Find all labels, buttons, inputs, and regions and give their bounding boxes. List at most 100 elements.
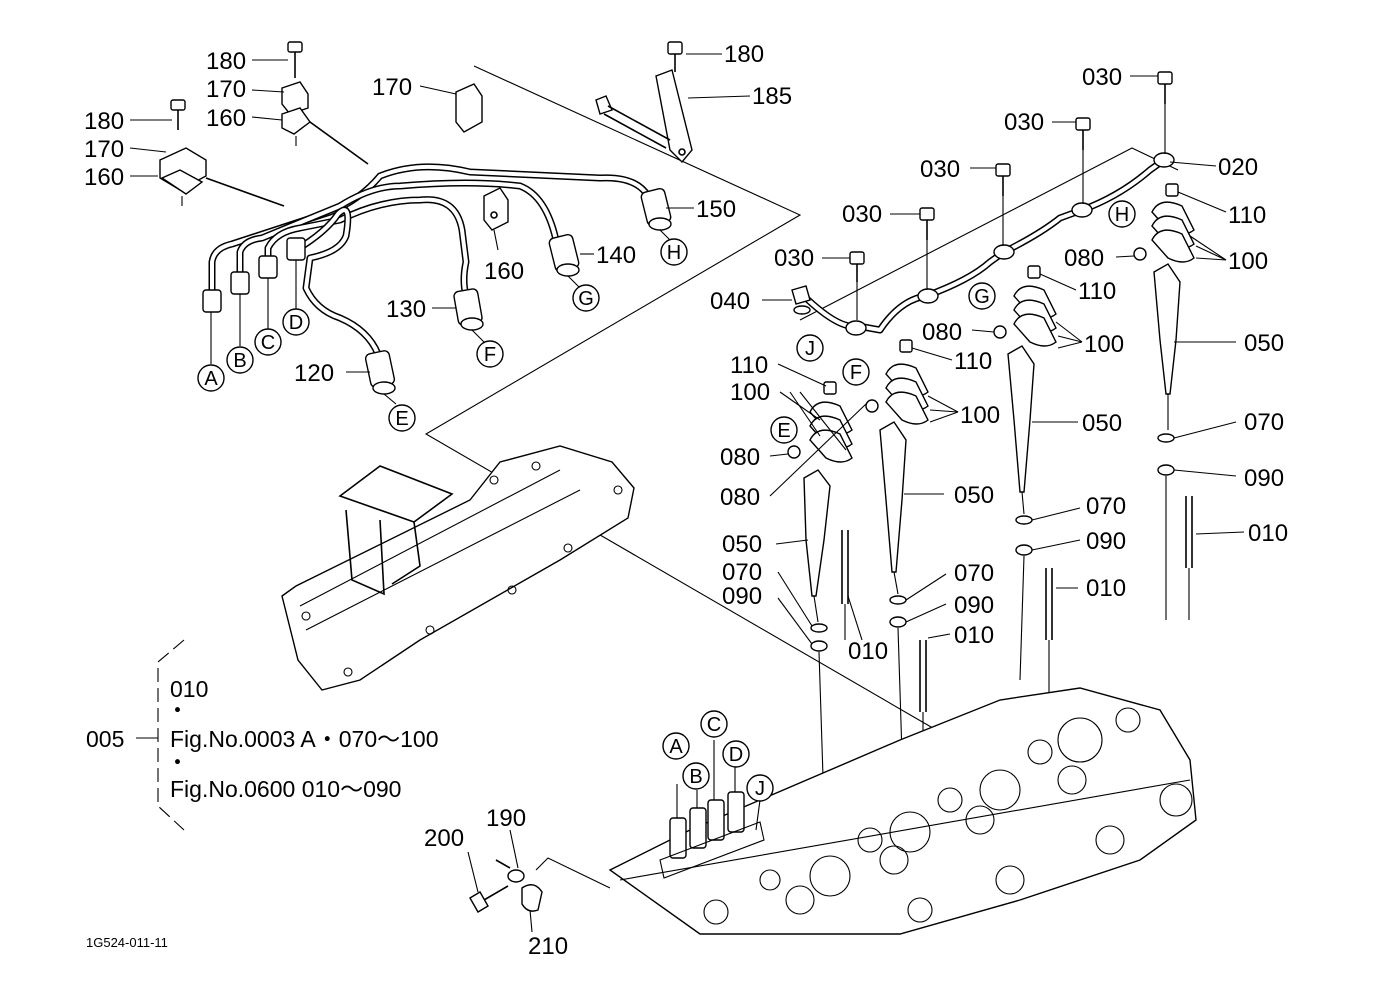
set-note-bracket xyxy=(136,639,185,831)
letter-d-head: D xyxy=(722,740,750,768)
callout-010: 010 xyxy=(1248,520,1288,547)
stay-185-with-bolt xyxy=(595,41,693,164)
callout-180: 180 xyxy=(84,108,124,135)
letter-f-pipe: F xyxy=(476,340,504,368)
callout-140: 140 xyxy=(596,242,636,269)
pipe-end-140 xyxy=(548,233,580,277)
callout-030: 030 xyxy=(1082,64,1122,91)
set-note-line1: Fig.No.0003 A・070～100 xyxy=(170,726,439,752)
callout-110: 110 xyxy=(1228,202,1266,229)
svg-text:C: C xyxy=(707,714,721,736)
letter-b-head: B xyxy=(682,762,710,790)
set-note: 005 010 ・ Fig.No.0003 A・070～100 ・ Fig.No… xyxy=(86,676,439,802)
callout-040: 040 xyxy=(710,288,750,315)
callout-180: 180 xyxy=(206,48,246,75)
callout-160: 160 xyxy=(206,105,246,132)
bolts-030 xyxy=(849,71,1173,320)
callout-160: 160 xyxy=(84,164,124,191)
letter-c-pipe: C xyxy=(254,328,282,356)
callout-180: 180 xyxy=(724,41,764,68)
leader-lines xyxy=(129,53,1245,933)
pipe-nut-d xyxy=(286,237,306,261)
svg-text:H: H xyxy=(667,242,681,264)
svg-text:E: E xyxy=(395,408,408,430)
cap-040 xyxy=(791,285,811,305)
injection-pipe-set xyxy=(202,163,672,395)
callout-210: 210 xyxy=(528,933,568,960)
set-note-ref: 005 xyxy=(86,726,124,752)
set-note-part: 010 xyxy=(170,676,208,702)
callout-100: 100 xyxy=(730,379,770,406)
letter-d-pipe: D xyxy=(282,308,310,336)
svg-text:G: G xyxy=(578,288,594,310)
injector-set-3 xyxy=(993,265,1057,700)
callout-080: 080 xyxy=(922,319,962,346)
letter-a-head: A xyxy=(662,732,690,760)
pipe-end-120 xyxy=(364,350,396,395)
bolt-180-top xyxy=(287,41,303,78)
callout-070: 070 xyxy=(722,559,762,586)
pipe-nut-b xyxy=(230,271,250,295)
callout-170: 170 xyxy=(206,76,246,103)
callout-130: 130 xyxy=(386,296,426,323)
letter-g-injector: G xyxy=(968,282,996,310)
callout-090: 090 xyxy=(722,583,762,610)
set-note-dot: ・ xyxy=(166,697,189,723)
clamp-170-160-left xyxy=(159,147,285,207)
letter-j-pipe: J xyxy=(796,334,824,362)
callout-010: 010 xyxy=(1086,575,1126,602)
callout-070: 070 xyxy=(1086,493,1126,520)
callout-070: 070 xyxy=(1244,409,1284,436)
letter-c-head: C xyxy=(700,710,728,738)
svg-text:A: A xyxy=(669,736,683,758)
injector-set-2 xyxy=(865,339,929,819)
callout-090: 090 xyxy=(954,592,994,619)
callout-100: 100 xyxy=(1084,331,1124,358)
callout-110: 110 xyxy=(1078,278,1116,305)
letter-e-pipe: E xyxy=(388,404,416,432)
svg-text:E: E xyxy=(777,420,790,442)
letter-f-injector: F xyxy=(842,358,870,386)
callout-200: 200 xyxy=(424,825,464,852)
callout-050: 050 xyxy=(1082,410,1122,437)
callout-090: 090 xyxy=(1244,465,1284,492)
pipe-nut-c xyxy=(258,255,278,279)
callout-010: 010 xyxy=(954,622,994,649)
callout-070: 070 xyxy=(954,560,994,587)
callout-110: 110 xyxy=(730,352,768,379)
callout-150: 150 xyxy=(696,196,736,223)
svg-text:J: J xyxy=(805,338,815,360)
callout-110: 110 xyxy=(954,348,992,375)
letter-b-pipe: B xyxy=(226,346,254,374)
svg-text:H: H xyxy=(1115,204,1129,226)
letter-h-injector: H xyxy=(1108,200,1136,228)
pipe-end-130 xyxy=(453,288,484,331)
clamp-170-center xyxy=(455,83,483,133)
letter-g-pipe: G xyxy=(572,284,600,312)
callout-185: 185 xyxy=(752,83,792,110)
cylinder-head xyxy=(608,687,1197,935)
callout-080: 080 xyxy=(720,444,760,471)
callout-080: 080 xyxy=(720,484,760,511)
svg-text:B: B xyxy=(233,350,246,372)
clamp-160-center xyxy=(483,187,509,231)
callout-190: 190 xyxy=(486,805,526,832)
callout-labels: 180 170 160 180 170 160 170 180 185 150 … xyxy=(84,41,1288,960)
set-note-line2: Fig.No.0600 010～090 xyxy=(170,776,401,802)
callout-170: 170 xyxy=(84,136,124,163)
callout-080: 080 xyxy=(1064,245,1104,272)
callout-050: 050 xyxy=(722,531,762,558)
pipe-end-150 xyxy=(640,187,672,231)
bolt-180-left xyxy=(170,99,186,130)
callout-010: 010 xyxy=(848,638,888,665)
drawing-code: 1G524-011-11 xyxy=(86,935,168,950)
svg-text:A: A xyxy=(204,368,218,390)
callout-030: 030 xyxy=(842,201,882,228)
svg-text:J: J xyxy=(755,778,765,800)
letter-a-pipe: A xyxy=(197,364,225,392)
pipe-clamp-parts xyxy=(159,41,693,231)
callout-050: 050 xyxy=(954,482,994,509)
svg-text:F: F xyxy=(484,344,496,366)
svg-text:F: F xyxy=(850,362,862,384)
